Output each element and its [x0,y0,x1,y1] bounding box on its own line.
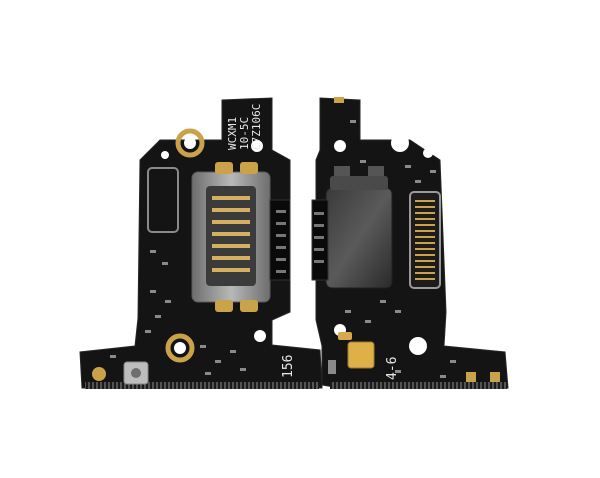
mount-hole [334,140,346,152]
left-board: WCXM1 10-5C C7Z106C 156 [79,97,323,389]
usb-c-housing [325,187,393,289]
spring-contact [490,372,500,382]
mount-hole [423,148,433,158]
solder-tab [240,162,258,174]
spring-contact [466,372,476,382]
mount-hole [184,137,196,149]
solder-tab [240,300,258,312]
mount-hole [391,134,409,152]
right-board: 4-6 [311,97,509,389]
shield-frame [147,167,179,233]
right-board-edge [330,382,507,389]
silk-line-3: C7Z106C [250,104,263,150]
mount-ring [175,128,205,158]
fpc-pins [415,200,435,280]
side-connector-pins [314,212,324,263]
small-pad [328,360,336,374]
smd-components [345,120,456,378]
smd-components [110,250,246,375]
left-silkscreen-bottom: 156 [281,355,296,378]
usb-c-housing-top [330,176,388,190]
usb-c-pins [212,196,250,272]
mount-hole [254,330,266,342]
housing-tab [334,166,350,176]
solder-tab [215,162,233,174]
left-board-edge [85,382,319,389]
side-connector-pins [276,210,286,273]
gold-pad [334,97,344,103]
silk-line-2: 10-5C [238,117,251,150]
left-silkscreen-vertical: WCXM1 10-5C C7Z106C [226,104,263,150]
right-silkscreen-bottom: 4-6 [385,357,400,380]
housing-tab [368,166,384,176]
small-pad [338,332,352,340]
solder-tab [215,300,233,312]
gold-pad [92,367,106,381]
mount-ring [165,333,195,363]
mount-hole [409,337,427,355]
silk-line-1: WCXM1 [226,117,239,150]
mount-hole [161,151,169,159]
microphone [347,341,375,369]
mount-hole [174,342,186,354]
board-to-board-connector [409,191,441,289]
antenna-connector-center [131,368,141,378]
mount-hole [251,140,263,152]
